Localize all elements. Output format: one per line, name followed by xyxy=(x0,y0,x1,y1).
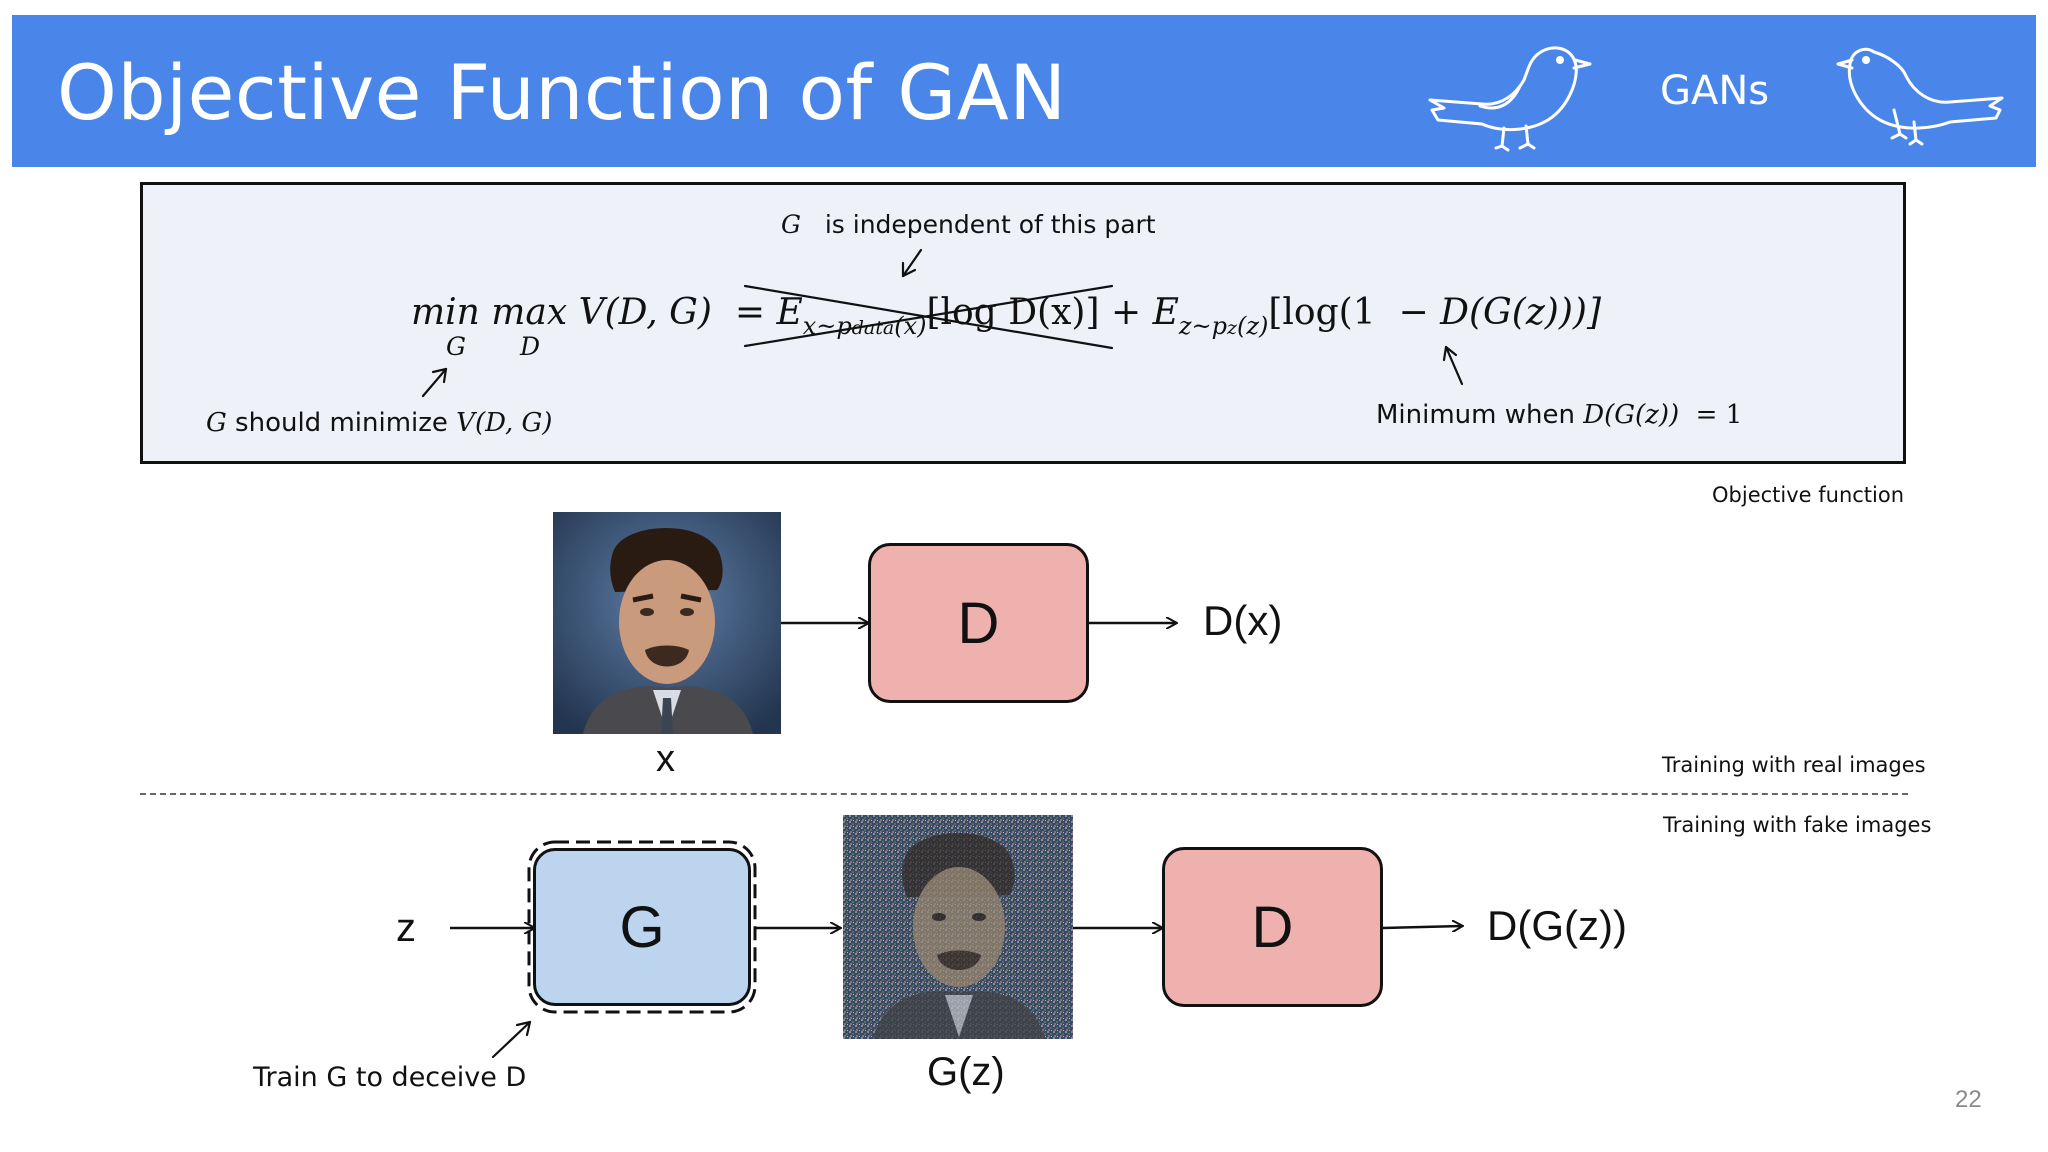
expectation-real-body: [log D(x)] xyxy=(926,292,1100,333)
g-dashed-outline xyxy=(527,840,757,1014)
independent-annotation: G is independent of this part xyxy=(781,210,1156,239)
equation-minus: − xyxy=(1398,292,1429,333)
z-input-label: z xyxy=(396,906,416,950)
expectation-real: E xyxy=(776,292,803,333)
g-variable: G xyxy=(781,210,801,239)
minimum-arrow xyxy=(1444,345,1464,386)
real-image xyxy=(553,512,781,734)
discriminator-block-real: D xyxy=(868,543,1089,703)
real-output-label: D(x) xyxy=(1203,597,1283,644)
topic-label: GANs xyxy=(1660,68,1770,114)
generated-image xyxy=(843,815,1073,1039)
slide-number: 22 xyxy=(1955,1086,1982,1113)
minimum-annotation: Minimum when D(G(z)) = 1 xyxy=(1376,400,1743,430)
equation-equals: = xyxy=(734,292,765,333)
slide-header xyxy=(12,15,2036,167)
train-arrow xyxy=(491,1020,532,1059)
row-divider xyxy=(140,793,1908,795)
arrow-d-to-dgz xyxy=(1381,926,1462,928)
strike-line-2 xyxy=(743,284,1114,348)
expectation-fake-tail: D(G(z)))] xyxy=(1440,292,1601,333)
discriminator-block-fake: D xyxy=(1162,847,1383,1007)
fake-output-label: D(G(z)) xyxy=(1487,902,1627,949)
fake-caption: Training with fake images xyxy=(1663,813,1932,837)
expectation-real-sub: x~pdata(x) xyxy=(802,312,927,340)
expectation-fake-body: [log(1 xyxy=(1268,292,1376,333)
train-note: Train G to deceive D xyxy=(253,1062,527,1093)
real-caption: Training with real images xyxy=(1662,753,1926,777)
objective-caption: Objective function xyxy=(1712,483,1905,507)
generator-block: G xyxy=(533,848,751,1006)
equation-plus: + xyxy=(1110,292,1142,333)
max-subscript: D xyxy=(520,332,541,361)
minimize-annotation: G should minimize V(D, G) xyxy=(206,408,553,438)
expectation-fake: E xyxy=(1152,292,1179,333)
min-subscript: G xyxy=(446,332,466,361)
objective-box xyxy=(140,182,1906,464)
minimize-arrow xyxy=(421,367,448,398)
slide-title: Objective Function of GAN xyxy=(57,48,1067,137)
gz-label: G(z) xyxy=(927,1050,1005,1094)
equation-lhs: min max V(D, G) xyxy=(411,292,712,333)
bird-right-icon xyxy=(1836,47,2004,146)
objective-equation: min max V(D, G) = Ex~pdata(x)[log D(x)] … xyxy=(411,292,1601,340)
bird-left-icon xyxy=(1428,46,1592,152)
real-input-label: x xyxy=(656,738,675,780)
independent-arrow xyxy=(901,248,923,278)
independent-text: is independent of this part xyxy=(824,210,1156,239)
expectation-fake-sub: z~pz(z) xyxy=(1178,312,1269,340)
